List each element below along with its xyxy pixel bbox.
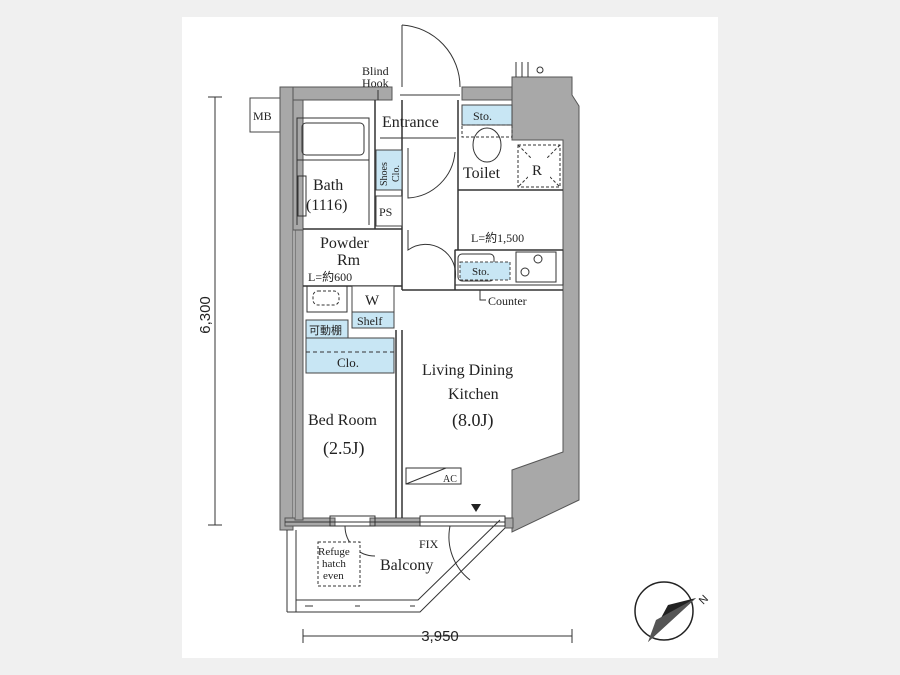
vent-marks: [515, 62, 544, 77]
ldk-label-1: Living Dining: [422, 362, 513, 379]
compass-icon: [634, 581, 696, 642]
entrance-label: Entrance: [382, 114, 439, 131]
bedroom-size-label: (2.5J): [323, 438, 365, 459]
refuge-hatch-label-1: Refuge: [318, 546, 350, 558]
kitchen-storage: [459, 261, 511, 281]
washer-space: [351, 285, 395, 313]
refrigerator-label: R: [532, 163, 542, 179]
height-dimension: [208, 96, 222, 526]
closet: [305, 337, 395, 374]
interior-wall: [294, 229, 304, 521]
entry-arrow-icon: [471, 504, 481, 512]
toilet-label: Toilet: [463, 165, 501, 182]
blind-hook-label-1: Blind: [362, 64, 389, 78]
compass-north-label: N: [697, 593, 711, 607]
toilet-fixture: [461, 124, 513, 163]
powder-room-label-1: Powder: [320, 235, 370, 252]
powder-width-label: L=約600: [308, 269, 352, 284]
balcony-windows: [285, 515, 506, 581]
balcony-railing: [286, 519, 506, 613]
blind-hook-label-2: Hook: [362, 76, 389, 90]
counter-label: Counter: [488, 294, 527, 308]
floor-plan-sheet: 6,300 3,950 MB: [182, 17, 718, 658]
refuge-hatch-label-2: hatch: [322, 558, 346, 570]
shelf-label: Shelf: [357, 314, 382, 328]
meter-box: [249, 97, 281, 133]
washer-label: W: [365, 293, 380, 309]
bath-label: Bath: [313, 177, 343, 194]
height-dimension-label: 6,300: [197, 296, 214, 334]
pipe-space: [375, 195, 403, 227]
movable-shelf-label: 可動棚: [309, 323, 342, 337]
shoes-closet-label-2: Clo.: [391, 165, 402, 182]
refuge-hatch: [317, 541, 361, 587]
bedroom-label: Bed Room: [308, 412, 377, 429]
ac-label: AC: [443, 474, 457, 485]
entrance-door: [400, 24, 461, 96]
width-dimension-label: 3,950: [421, 628, 459, 645]
shelf: [351, 311, 395, 329]
shoes-closet: [375, 149, 403, 191]
refuge-hatch-label-3: even: [323, 570, 344, 582]
pipe-space-label: PS: [379, 205, 392, 219]
refrigerator-space: [517, 144, 561, 188]
bathtub: [296, 117, 370, 225]
air-conditioner: [405, 467, 462, 485]
toilet-storage-label: Sto.: [473, 109, 492, 123]
balcony-label: Balcony: [380, 557, 433, 574]
width-dimension: [302, 629, 573, 643]
refrigerator-label-bg: [528, 158, 550, 178]
stove-icon: [515, 251, 557, 283]
fix-label: FIX: [419, 537, 439, 551]
washbasin: [306, 285, 348, 313]
ldk-size-label: (8.0J): [452, 410, 494, 431]
closet-label: Clo.: [337, 355, 359, 370]
kitchen-width-label: L=約1,500: [471, 230, 524, 245]
kitchen-storage-label: Sto.: [472, 266, 490, 278]
counter-pointer: [479, 290, 486, 301]
ldk-label-2: Kitchen: [448, 386, 499, 403]
powder-room-label-2: Rm: [337, 252, 361, 269]
shoes-closet-label-1: Shoes: [379, 162, 390, 186]
meter-box-label: MB: [253, 109, 272, 123]
bath-size-label: (1116): [306, 197, 347, 214]
floor-plan: 6,300 3,950 MB: [197, 24, 711, 645]
